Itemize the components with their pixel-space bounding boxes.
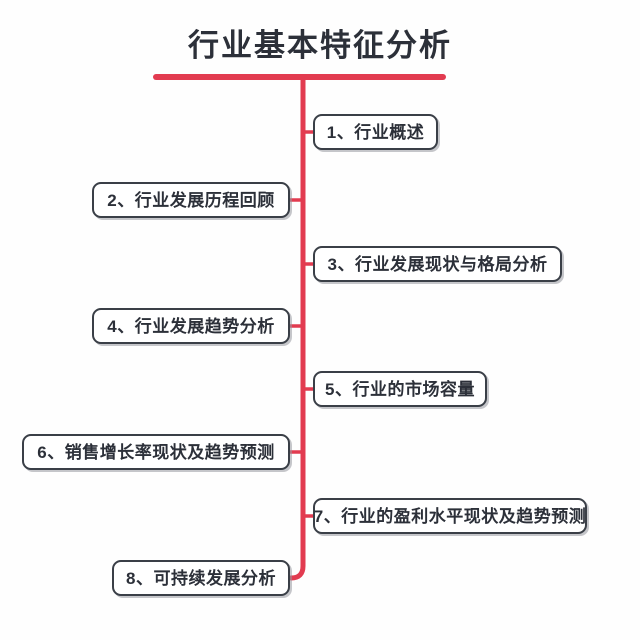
mindmap-node-8-label: 8、可持续发展分析 bbox=[126, 568, 276, 588]
mindmap-node-6[interactable]: 6、销售增长率现状及趋势预测 bbox=[22, 434, 290, 470]
title-underline bbox=[153, 74, 446, 80]
page-title: 行业基本特征分析 bbox=[188, 28, 452, 63]
mindmap-node-3[interactable]: 3、行业发展现状与格局分析 bbox=[313, 246, 562, 282]
mindmap-node-7-label: 7、行业的盈利水平现状及趋势预测 bbox=[313, 506, 587, 526]
mindmap-node-1-label: 1、行业概述 bbox=[326, 122, 425, 142]
mindmap-node-3-label: 3、行业发展现状与格局分析 bbox=[327, 254, 548, 274]
mindmap-node-7[interactable]: 7、行业的盈利水平现状及趋势预测 bbox=[313, 498, 587, 534]
mindmap-node-4-label: 4、行业发展趋势分析 bbox=[107, 316, 275, 336]
mindmap-node-6-label: 6、销售增长率现状及趋势预测 bbox=[37, 442, 275, 462]
mindmap-node-4[interactable]: 4、行业发展趋势分析 bbox=[92, 308, 290, 344]
mindmap-node-5-label: 5、行业的市场容量 bbox=[325, 379, 475, 399]
mindmap-node-5[interactable]: 5、行业的市场容量 bbox=[313, 371, 487, 407]
mindmap-node-1[interactable]: 1、行业概述 bbox=[313, 114, 438, 150]
mindmap-node-8[interactable]: 8、可持续发展分析 bbox=[112, 560, 290, 596]
mindmap-node-2[interactable]: 2、行业发展历程回顾 bbox=[92, 182, 290, 218]
mindmap-node-2-label: 2、行业发展历程回顾 bbox=[107, 190, 275, 210]
